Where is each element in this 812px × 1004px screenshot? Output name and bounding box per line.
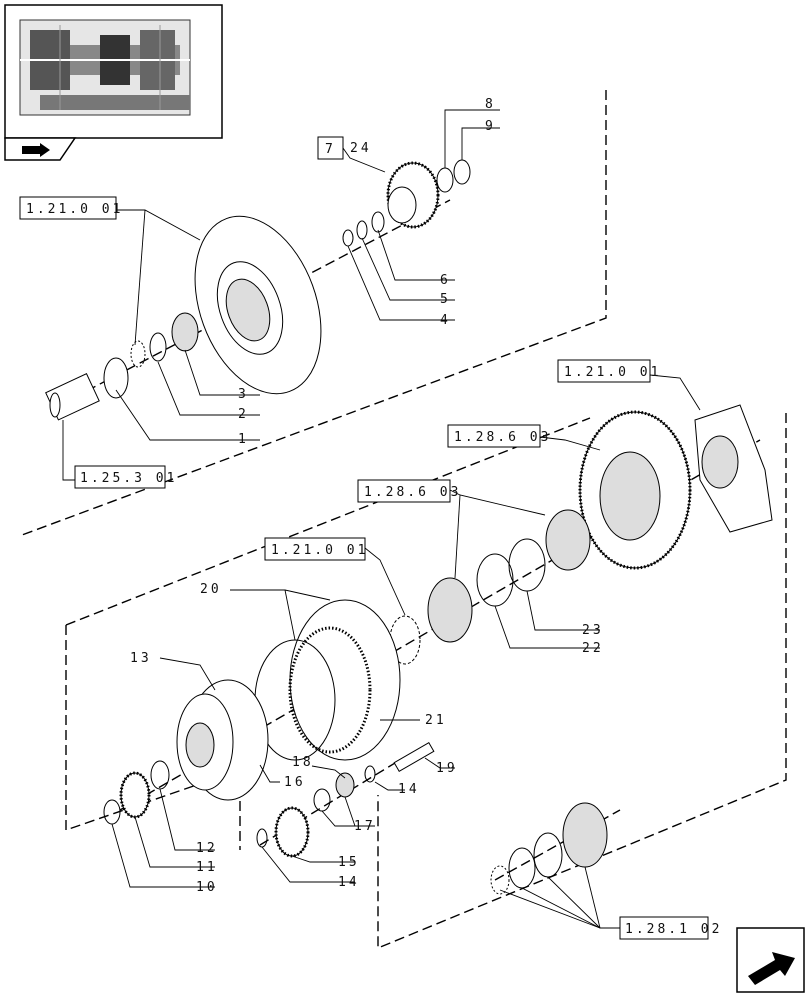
- ring-gear-21: [254, 599, 401, 761]
- pin-19: [393, 741, 435, 773]
- ring-4: [342, 229, 354, 247]
- callout-10: 10: [196, 880, 218, 895]
- housing-plate: [194, 215, 322, 395]
- callout-12: 12: [196, 841, 218, 856]
- next-arrow-icon[interactable]: [736, 927, 805, 993]
- svg-text:7: 7: [325, 142, 336, 157]
- callout-6: 6: [440, 273, 451, 288]
- callout-21: 21: [425, 713, 447, 728]
- ref-box-1-21-0-01-right[interactable]: 1.21.0 01: [557, 359, 661, 383]
- ring-bottom-3: [490, 865, 510, 895]
- svg-text:1.21.0 01: 1.21.0 01: [26, 202, 123, 217]
- splined-shaft: [45, 373, 100, 421]
- snap-ring-2: [149, 332, 167, 362]
- ring-9: [453, 159, 471, 185]
- planet-gear-15: [274, 806, 310, 858]
- svg-text:1.25.3 01: 1.25.3 01: [80, 471, 177, 486]
- ref-box-7[interactable]: 7: [317, 136, 344, 160]
- callout-23: 23: [582, 623, 604, 638]
- callout-14-upper: 14: [398, 782, 420, 797]
- bearing-race: [427, 577, 473, 643]
- callout-9: 9: [485, 119, 496, 134]
- washer-18: [313, 788, 331, 812]
- washer-1: [103, 357, 129, 399]
- ring-6: [371, 211, 385, 233]
- back-arrow-icon[interactable]: [4, 137, 77, 161]
- ring-5: [356, 220, 368, 240]
- ring-23: [508, 538, 546, 592]
- callout-19: 19: [436, 761, 458, 776]
- ring-bottom-2: [508, 847, 536, 889]
- assembly-thumbnail[interactable]: [4, 4, 223, 139]
- ring-bottom-1: [533, 832, 563, 878]
- large-gear: [578, 410, 692, 570]
- gear-24: [386, 161, 440, 229]
- callout-11: 11: [196, 860, 218, 875]
- bearing-3: [171, 312, 199, 352]
- callout-15: 15: [338, 855, 360, 870]
- callout-3: 3: [238, 387, 249, 402]
- bearing-bottom: [562, 802, 608, 868]
- callout-1: 1: [238, 432, 249, 447]
- callout-17: 17: [354, 819, 376, 834]
- ring-unlabeled: [130, 340, 146, 368]
- ring-22: [476, 553, 514, 607]
- callout-18: 18: [292, 755, 314, 770]
- svg-text:1.28.1 02: 1.28.1 02: [625, 922, 722, 937]
- ref-box-1-25-3-01[interactable]: 1.25.3 01: [74, 465, 177, 489]
- callout-22: 22: [582, 641, 604, 656]
- ref-box-1-28-1-02[interactable]: 1.28.1 02: [619, 916, 722, 940]
- svg-text:1.28.6 03: 1.28.6 03: [364, 485, 461, 500]
- leader-lines: [62, 109, 701, 929]
- svg-text:1.28.6 03: 1.28.6 03: [454, 430, 551, 445]
- callout-4: 4: [440, 313, 451, 328]
- callout-5: 5: [440, 292, 451, 307]
- lower-left-outline: [65, 625, 241, 850]
- callout-2: 2: [238, 407, 249, 422]
- upper-group-outline: [21, 90, 607, 536]
- callout-8: 8: [485, 97, 496, 112]
- callout-labels: 1 2 3 4 5 6 8 9 10 11 12 13 14 14 15 16 …: [130, 97, 604, 895]
- ring-8: [436, 167, 454, 193]
- callout-24: 24: [350, 141, 372, 156]
- ring-14-upper: [364, 765, 376, 783]
- gear-11: [119, 771, 151, 819]
- callout-14-lower: 14: [338, 875, 360, 890]
- ref-box-1-21-0-01-top[interactable]: 1.21.0 01: [19, 196, 123, 220]
- ref-box-1-28-6-03-lower[interactable]: 1.28.6 03: [357, 479, 461, 503]
- ref-box-1-21-0-01-middle[interactable]: 1.21.0 01: [264, 537, 368, 561]
- svg-text:1.21.0 01: 1.21.0 01: [271, 543, 368, 558]
- planet-carrier-13: [176, 679, 269, 801]
- svg-text:1.21.0 01: 1.21.0 01: [564, 365, 661, 380]
- bearing-ring: [545, 509, 591, 571]
- callout-13: 13: [130, 651, 152, 666]
- needle-bearing-17: [335, 772, 355, 798]
- ring-12: [150, 760, 170, 790]
- ref-box-1-28-6-03-upper[interactable]: 1.28.6 03: [447, 424, 551, 448]
- callout-20: 20: [200, 582, 222, 597]
- pump-housing: [694, 404, 773, 533]
- callout-16: 16: [284, 775, 306, 790]
